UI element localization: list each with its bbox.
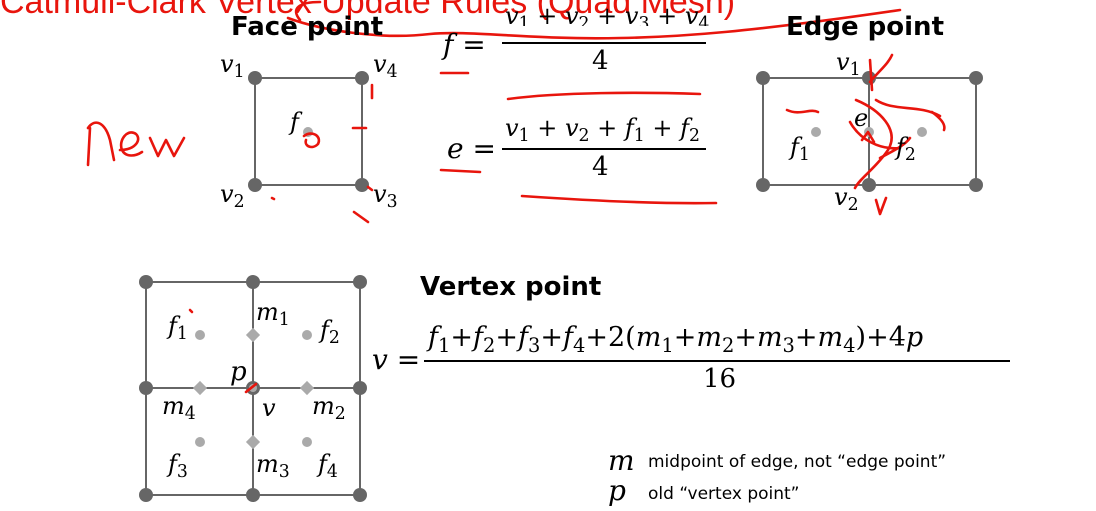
vertex-dot	[353, 275, 367, 289]
vertex-dot	[756, 71, 770, 85]
vertex-dot	[353, 381, 367, 395]
vertex-dot	[969, 178, 983, 192]
grid-label-f3: f3	[168, 450, 188, 483]
face-point-title: Face point	[231, 12, 384, 42]
legend-symbol-m: m	[608, 444, 635, 477]
face-dot	[917, 127, 927, 137]
edge-label-v1: v1	[836, 48, 861, 81]
handwritten-annotations	[86, 0, 946, 394]
grid-label-f4: f4	[318, 450, 338, 483]
face-formula-fraction-bar	[502, 42, 706, 44]
vertex-formula-numerator: f1+f2+f3+f4+2(m1+m2+m3+m4)+4p	[428, 322, 924, 357]
face-dot	[811, 127, 821, 137]
edge-label-v2: v2	[834, 183, 859, 216]
grid-label-m1: m1	[256, 298, 290, 331]
legend-symbol-p: p	[608, 474, 626, 507]
vertex-dot	[355, 71, 369, 85]
vertex-dot	[248, 71, 262, 85]
label-v4: v4	[373, 50, 398, 83]
vertex-dot	[353, 488, 367, 502]
midpoint-diamond	[245, 434, 261, 450]
edge-label-e: e	[854, 104, 869, 132]
vertex-dot	[139, 488, 153, 502]
vertex-formula-denominator: 16	[703, 364, 737, 394]
vertex-point-title: Vertex point	[420, 272, 602, 302]
edge-label-f1: f1	[790, 133, 810, 166]
vertex-formula-lhs: v =	[372, 343, 421, 376]
face-point-diagram	[248, 71, 369, 192]
vertex-dot	[756, 178, 770, 192]
grid-label-p: p	[230, 357, 247, 387]
edge-label-f2: f2	[896, 133, 916, 166]
vertex-dot	[248, 178, 262, 192]
handwritten-new-word	[86, 121, 186, 167]
edge-formula-numerator: v1 + v2 + f1 + f2	[505, 114, 701, 147]
vertex-dot	[139, 381, 153, 395]
midpoint-diamond	[245, 327, 261, 343]
face-formula-denominator: 4	[592, 46, 609, 76]
grid-label-m4: m4	[162, 392, 196, 425]
midpoint-diamond	[192, 380, 208, 396]
grid-label-f1: f1	[168, 312, 188, 345]
grid-label-m3: m3	[256, 450, 290, 483]
vertex-dot	[355, 178, 369, 192]
edge-point-title: Edge point	[786, 12, 944, 42]
vertex-dot	[246, 488, 260, 502]
face-dot	[195, 437, 205, 447]
legend-text-m: midpoint of edge, not “edge point”	[648, 452, 947, 472]
grid-label-f2: f2	[320, 316, 340, 349]
label-v3: v3	[373, 180, 398, 213]
face-dot	[195, 330, 205, 340]
label-v2: v2	[220, 180, 245, 213]
grid-label-m2: m2	[312, 392, 346, 425]
edge-formula-denominator: 4	[592, 152, 609, 182]
face-dot	[302, 330, 312, 340]
header-partial: Catmull-Clark Vertex Update Rules (Quad …	[0, 0, 735, 21]
face-formula-lhs: f =	[443, 28, 486, 61]
vertex-dot	[969, 71, 983, 85]
edge-formula-fraction-bar	[502, 148, 706, 150]
face-dot	[302, 437, 312, 447]
vertex-formula-fraction-bar	[424, 360, 1010, 362]
edge-formula-lhs: e =	[447, 132, 496, 165]
midpoint-diamond	[299, 380, 315, 396]
face-formula-numerator: v1 + v2 + v3 + v4	[505, 2, 710, 26]
grid-label-v: v	[262, 394, 276, 422]
label-v1: v1	[220, 50, 245, 83]
vertex-dot	[862, 178, 876, 192]
legend-text-p: old “vertex point”	[648, 484, 800, 504]
label-f: f	[290, 108, 299, 136]
vertex-dot	[139, 275, 153, 289]
vertex-dot	[246, 275, 260, 289]
edge-point-diagram	[756, 71, 983, 192]
